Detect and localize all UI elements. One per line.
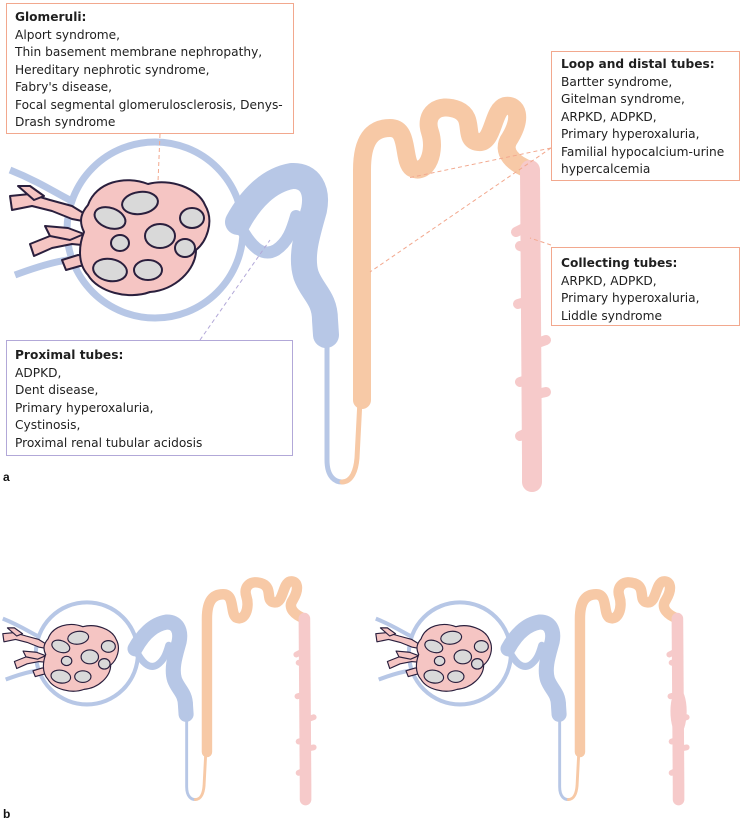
collecting-line: Liddle syndrome [561, 308, 662, 323]
loop-distal-line: Primary hyperoxaluria, [561, 127, 700, 141]
loop-distal-line: Gitelman syndrome, [561, 92, 685, 106]
loop-distal-line: Bartter syndrome, [561, 74, 673, 89]
proximal-line: ADPKD, [15, 365, 62, 380]
glomeruli-line: Drash syndrome [15, 115, 116, 129]
glomeruli-line: Fabry's disease, [15, 80, 113, 94]
loop-leader-1 [407, 147, 552, 179]
collecting-title: Collecting tubes: [561, 256, 678, 270]
loop-leader-2 [369, 147, 552, 273]
glomeruli-line: Focal segmental glomerulosclerosis, Deny… [15, 97, 283, 112]
loop-distal-line: ARPKD, ADPKD, [561, 109, 657, 124]
loop-distal-title: Loop and distal tubes: [561, 57, 715, 71]
proximal-box: Proximal tubes: ADPKD, Dent disease, Pri… [6, 340, 293, 456]
collecting-box: Collecting tubes: ARPKD, ADPKD, Primary … [551, 247, 740, 326]
proximal-line: Cystinosis, [15, 418, 81, 432]
proximal-line: Proximal renal tubular acidosis [15, 435, 203, 450]
collecting-leader [529, 237, 552, 246]
glomeruli-line: Alport syndrome, [15, 27, 121, 42]
glomeruli-line: Thin basement membrane nephropathy, [15, 45, 263, 59]
panel-label-a: a [3, 470, 10, 484]
leader-lines [157, 133, 552, 341]
nephron-diagram-b-right [376, 581, 687, 799]
nephron-diagram-b-left [3, 581, 314, 799]
loop-distal-box: Loop and distal tubes: Bartter syndrome,… [551, 51, 740, 181]
glomeruli-title: Glomeruli: [15, 10, 87, 24]
glomeruli-line: Hereditary nephrotic syndrome, [15, 62, 210, 77]
proximal-line: Dent disease, [15, 383, 99, 397]
glomeruli-leader [157, 133, 161, 183]
loop-distal-line: hypercalcemia [561, 162, 651, 176]
proximal-leader [199, 239, 271, 341]
glomeruli-box: Glomeruli: Alport syndrome, Thin basemen… [6, 3, 294, 134]
proximal-line: Primary hyperoxaluria, [15, 400, 154, 415]
collecting-line: ARPKD, ADPKD, [561, 273, 657, 288]
collecting-line: Primary hyperoxaluria, [561, 291, 700, 305]
proximal-title: Proximal tubes: [15, 348, 124, 362]
panel-label-b: b [3, 807, 11, 821]
loop-distal-line: Familial hypocalcium-urine [561, 144, 725, 159]
